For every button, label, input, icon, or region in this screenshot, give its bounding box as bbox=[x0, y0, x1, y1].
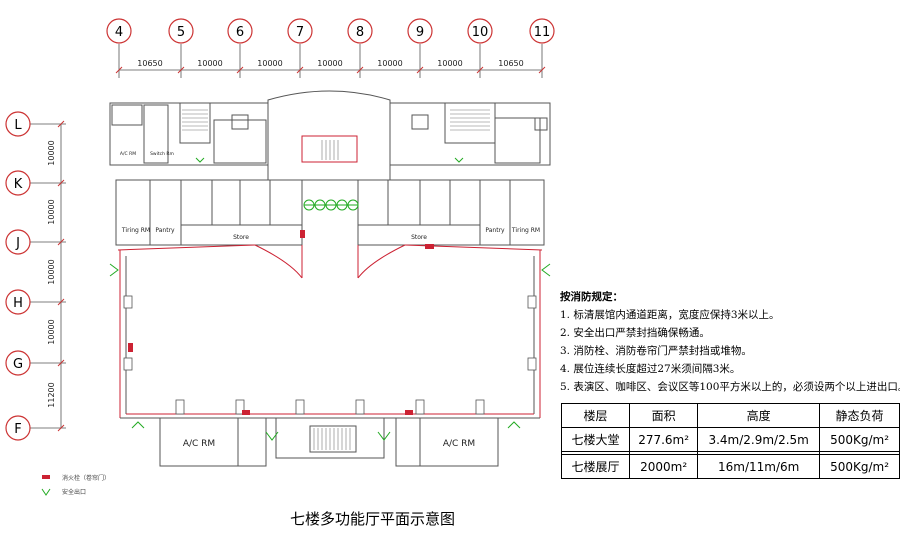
stairwell-right-top bbox=[444, 102, 496, 144]
building bbox=[109, 90, 551, 467]
label-store-left: Store bbox=[233, 234, 249, 241]
svg-text:9: 9 bbox=[416, 25, 424, 40]
svg-text:L: L bbox=[14, 118, 22, 133]
cell: 16m/11m/6m bbox=[697, 454, 821, 479]
header-height: 高度 bbox=[697, 403, 821, 428]
dim-v-2: 10000 bbox=[47, 199, 56, 224]
label-pantry-left: Pantry bbox=[155, 227, 175, 234]
rule-item: 3. 消防栓、消防卷帘门严禁封挡或堆物。 bbox=[560, 345, 752, 357]
svg-text:10: 10 bbox=[472, 25, 489, 40]
dim-h-5: 10000 bbox=[377, 59, 402, 68]
cell: 500Kg/m² bbox=[819, 454, 900, 479]
axis-6: 6 bbox=[227, 18, 253, 78]
svg-text:4: 4 bbox=[115, 25, 123, 40]
legend-fire-text: 消火栓（卷帘门） bbox=[62, 474, 110, 482]
axis-F: F bbox=[5, 415, 66, 441]
fire-equipment-markers bbox=[128, 230, 434, 415]
left-room-band bbox=[115, 179, 303, 246]
dim-h-1: 10650 bbox=[137, 59, 162, 68]
horizontal-dimensions: 10650 10000 10000 10000 10000 10000 1065… bbox=[115, 59, 546, 74]
bottom-stair-core bbox=[275, 417, 385, 459]
legend-exit-text: 安全出口 bbox=[62, 488, 86, 496]
axis-L: L bbox=[5, 111, 66, 137]
cell: 七楼展厅 bbox=[561, 454, 630, 479]
header-area: 面积 bbox=[628, 403, 699, 428]
legend-symbols: 消火栓（卷帘门） 安全出口 bbox=[41, 474, 110, 496]
label-tiring-left: Tiring RM bbox=[121, 227, 150, 234]
svg-text:G: G bbox=[13, 357, 23, 372]
cell: 2000m² bbox=[628, 454, 699, 479]
dim-v-4: 10000 bbox=[47, 319, 56, 344]
label-pantry-right: Pantry bbox=[485, 227, 505, 234]
axis-10: 10 bbox=[467, 18, 493, 78]
dim-v-1: 10000 bbox=[47, 140, 56, 165]
top-right-core bbox=[389, 102, 551, 166]
label-ac-rm-left: A/C RM bbox=[183, 439, 215, 449]
svg-text:H: H bbox=[13, 296, 23, 311]
label-ac-rm-right: A/C RM bbox=[443, 439, 475, 449]
axis-7: 7 bbox=[287, 18, 313, 78]
axis-11: 11 bbox=[529, 18, 555, 78]
horizontal-axis-markers: L K J H G F bbox=[5, 111, 66, 441]
exit-markers bbox=[109, 157, 551, 441]
rule-item: 1. 标清展馆内通道距离，宽度应保持3米以上。 bbox=[560, 309, 780, 321]
svg-text:7: 7 bbox=[296, 25, 304, 40]
svg-text:8: 8 bbox=[356, 25, 364, 40]
label-tiring-right: Tiring RM bbox=[511, 227, 540, 234]
dim-h-4: 10000 bbox=[317, 59, 342, 68]
stairwell-left-top bbox=[179, 102, 211, 144]
bottom-right-ac-room bbox=[419, 417, 499, 467]
header-floor: 楼层 bbox=[561, 403, 630, 428]
dim-h-3: 10000 bbox=[257, 59, 282, 68]
table-header-row: 楼层 面积 高度 静态负荷 bbox=[561, 403, 900, 428]
room-labels: A/C RM A/C RM Store Store Pantry Pantry … bbox=[120, 151, 540, 449]
label-switch-rm: Switch Rm bbox=[150, 151, 174, 157]
label-ac-rm-top: A/C RM bbox=[120, 151, 136, 157]
header-load: 静态负荷 bbox=[819, 403, 900, 428]
dim-v-3: 10000 bbox=[47, 259, 56, 284]
dim-h-7: 10650 bbox=[498, 59, 523, 68]
table-row: 七楼大堂 277.6m² 3.4m/2.9m/2.5m 500Kg/m² bbox=[561, 427, 900, 452]
cell: 277.6m² bbox=[628, 427, 699, 452]
right-room-band bbox=[357, 179, 545, 246]
cell: 七楼大堂 bbox=[561, 427, 630, 452]
dim-h-6: 10000 bbox=[437, 59, 462, 68]
axis-9: 9 bbox=[407, 18, 433, 78]
rule-item: 2. 安全出口严禁封挡确保畅通。 bbox=[560, 327, 710, 339]
legend-exit-swatch bbox=[41, 488, 51, 496]
cell: 3.4m/2.9m/2.5m bbox=[697, 427, 821, 452]
cell: 500Kg/m² bbox=[819, 427, 900, 452]
central-atrium bbox=[267, 90, 391, 181]
legend-fire-swatch bbox=[42, 475, 50, 479]
svg-text:5: 5 bbox=[177, 25, 185, 40]
rule-item: 5. 表演区、咖啡区、会议区等100平方米以上的，必须设两个以上进出口。 bbox=[560, 381, 900, 393]
rules-title: 按消防规定： bbox=[560, 291, 623, 303]
dim-v-5: 11200 bbox=[47, 382, 56, 407]
axis-4: 4 bbox=[106, 18, 132, 78]
svg-text:F: F bbox=[14, 422, 21, 437]
vertical-dimensions: 10000 10000 10000 10000 11200 bbox=[47, 120, 65, 432]
svg-text:11: 11 bbox=[534, 25, 551, 40]
axis-K: K bbox=[5, 170, 66, 196]
svg-text:J: J bbox=[15, 236, 20, 251]
dim-h-2: 10000 bbox=[197, 59, 222, 68]
plan-caption: 七楼多功能厅平面示意图 bbox=[290, 510, 456, 528]
fire-rules: 按消防规定： 1. 标清展馆内通道距离，宽度应保持3米以上。 2. 安全出口严禁… bbox=[560, 288, 900, 396]
table-row: 七楼展厅 2000m² 16m/11m/6m 500Kg/m² bbox=[561, 454, 900, 479]
axis-8: 8 bbox=[347, 18, 373, 78]
svg-text:K: K bbox=[14, 177, 23, 192]
label-store-right: Store bbox=[411, 234, 427, 241]
floor-spec-table: 楼层 面积 高度 静态负荷 七楼大堂 277.6m² 3.4m/2.9m/2.5… bbox=[561, 403, 900, 479]
svg-text:6: 6 bbox=[236, 25, 244, 40]
axis-H: H bbox=[5, 289, 66, 315]
vertical-axis-markers: 4 5 6 7 8 9 10 11 bbox=[106, 18, 555, 78]
axis-G: G bbox=[5, 350, 66, 376]
rule-item: 4. 展位连续长度超过27米须间隔3米。 bbox=[560, 363, 741, 375]
axis-J: J bbox=[5, 229, 66, 255]
axis-5: 5 bbox=[168, 18, 194, 78]
